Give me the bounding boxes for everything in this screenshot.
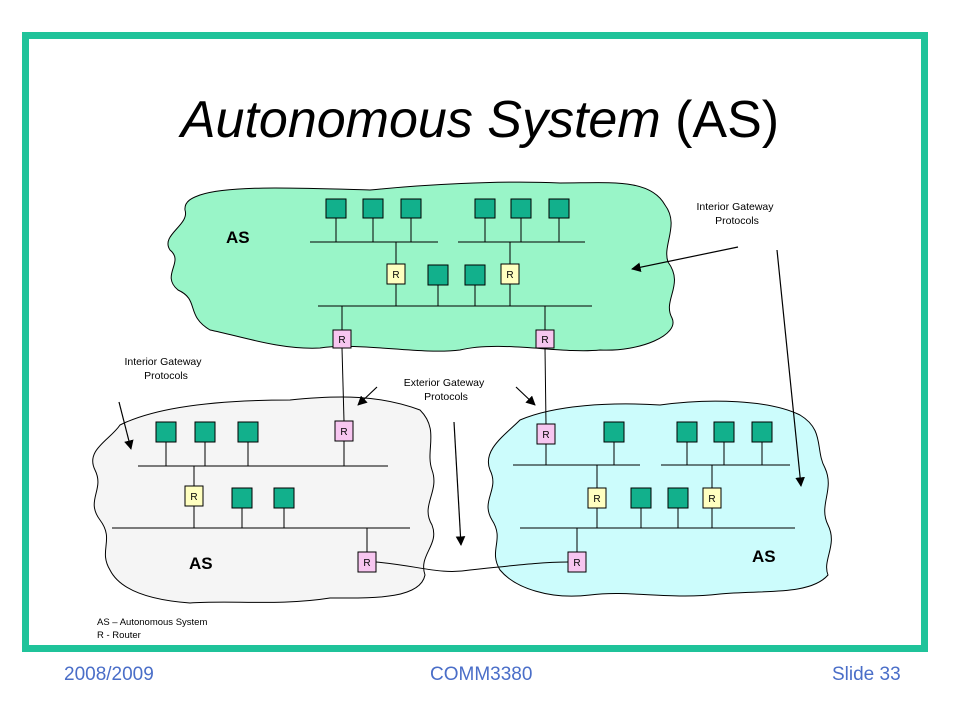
footer-year: 2008/2009 — [64, 664, 154, 685]
host-icon — [548, 198, 570, 219]
host-icon — [325, 198, 347, 219]
router-icon: R — [587, 487, 607, 509]
footer-course: COMM3380 — [430, 664, 533, 685]
router-icon: R — [184, 485, 204, 507]
host-icon — [667, 487, 689, 509]
left-as-cloud — [92, 396, 435, 604]
legend-line-router: R - Router — [97, 630, 141, 641]
host-icon — [194, 421, 216, 443]
igp-left-label-line2: Protocols — [144, 370, 188, 382]
host-icon — [155, 421, 177, 443]
footer-slide-number: Slide 33 — [832, 664, 901, 685]
svg-text:R: R — [573, 558, 580, 569]
igp-right-label-line1: Interior Gateway — [696, 201, 774, 213]
host-icon — [237, 421, 259, 443]
svg-text:R: R — [506, 270, 513, 281]
router-icon: R — [500, 263, 520, 285]
slide-title: Autonomous System (AS) — [180, 91, 780, 149]
slide-frame — [22, 32, 928, 652]
router-icon: R — [535, 329, 555, 349]
egp-label-line1: Exterior Gateway — [404, 377, 485, 389]
host-icon — [427, 264, 449, 286]
host-icon — [400, 198, 422, 219]
right-as-label: AS — [752, 547, 776, 566]
host-icon — [510, 198, 532, 219]
host-icon — [603, 421, 625, 443]
svg-text:R: R — [340, 427, 347, 438]
left-as-label: AS — [189, 554, 213, 573]
host-icon — [751, 421, 773, 443]
top-as-wiring — [310, 218, 592, 330]
legend-line-as: AS – Autonomous System — [97, 617, 207, 628]
host-icon — [474, 198, 496, 219]
router-icon: R — [357, 551, 377, 573]
router-group: R R R R R R R R R R R — [184, 263, 722, 573]
host-group — [155, 198, 773, 509]
router-icon: R — [536, 423, 556, 445]
svg-text:R: R — [338, 335, 345, 346]
annotation-arrows — [118, 246, 805, 546]
svg-text:R: R — [392, 270, 399, 281]
igp-left-label-line1: Interior Gateway — [124, 356, 202, 368]
egp-label-line2: Protocols — [424, 391, 468, 403]
svg-text:R: R — [190, 492, 197, 503]
igp-right-label-line2: Protocols — [715, 215, 759, 227]
svg-text:R: R — [363, 558, 370, 569]
svg-text:R: R — [542, 430, 549, 441]
svg-text:R: R — [708, 494, 715, 505]
host-icon — [630, 487, 652, 509]
top-as-cloud — [167, 181, 675, 352]
left-as-wiring — [112, 441, 410, 552]
host-icon — [464, 264, 486, 286]
host-icon — [713, 421, 735, 443]
svg-text:R: R — [593, 494, 600, 505]
host-icon — [676, 421, 698, 443]
router-icon: R — [386, 263, 406, 285]
host-icon — [362, 198, 384, 219]
right-as-cloud — [487, 400, 832, 597]
inter-as-links — [341, 347, 569, 572]
right-as-wiring — [513, 442, 795, 552]
host-icon — [273, 487, 295, 509]
router-icon: R — [334, 420, 354, 442]
router-icon: R — [567, 551, 587, 573]
host-icon — [231, 487, 253, 509]
router-icon: R — [332, 329, 352, 349]
svg-text:R: R — [541, 335, 548, 346]
top-as-label: AS — [226, 228, 250, 247]
router-icon: R — [702, 487, 722, 509]
